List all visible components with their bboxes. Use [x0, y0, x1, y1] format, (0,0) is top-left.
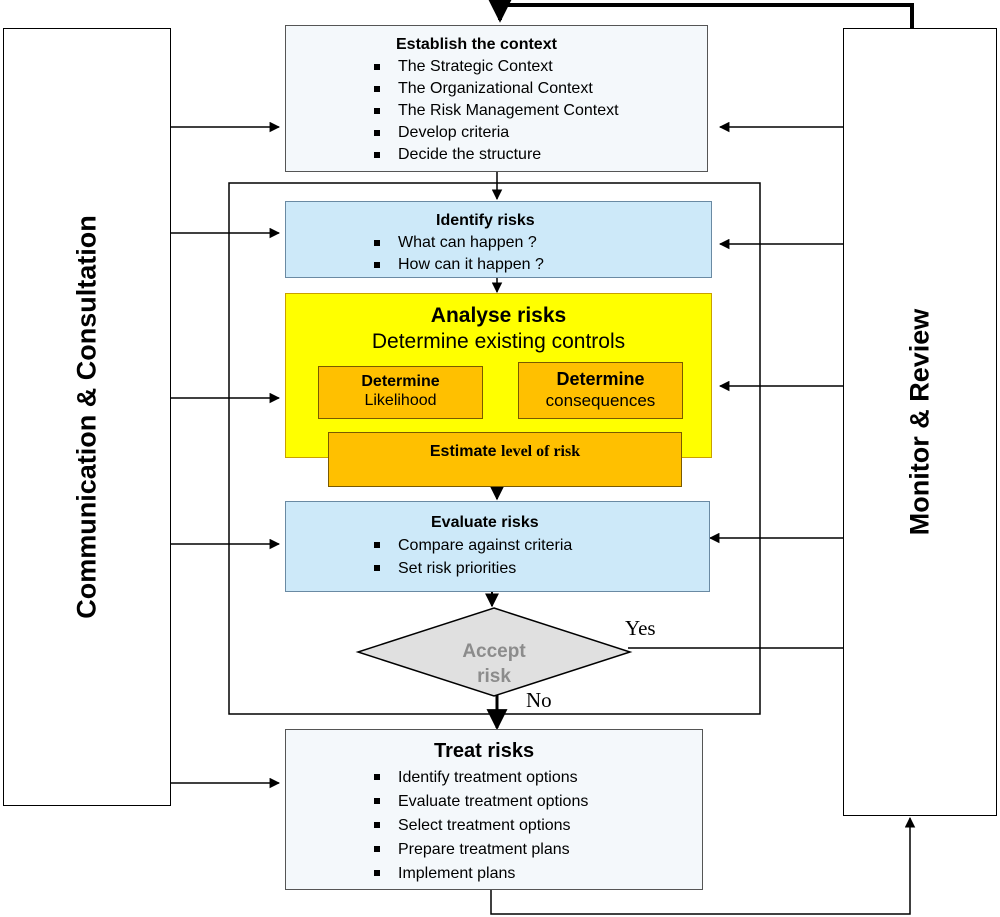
list-item: Decide the structure	[372, 144, 707, 166]
monitor-review-panel: Monitor & Review	[843, 28, 997, 816]
yes-label: Yes	[625, 616, 656, 640]
communication-consultation-panel: Communication & Consultation	[3, 28, 171, 806]
bottom-feedback-line	[490, 816, 916, 915]
list-item: Develop criteria	[372, 122, 707, 144]
list-item: Identify treatment options	[372, 766, 702, 790]
establish-context-list: The Strategic Context The Organizational…	[372, 56, 707, 166]
list-item: Implement plans	[372, 862, 702, 886]
monitor-review-label: Monitor & Review	[904, 308, 935, 536]
accept-risk-line2: risk	[477, 666, 511, 687]
list-item: Evaluate treatment options	[372, 790, 702, 814]
estimate-level-label: level of risk	[501, 443, 581, 460]
evaluate-risks-title: Evaluate risks	[431, 514, 539, 531]
determine-likelihood-label: Likelihood	[364, 392, 437, 409]
determine-consequences-box: Determine consequences	[518, 362, 683, 419]
accept-risk-label: Accept risk	[434, 639, 554, 689]
evaluate-risks-list: Compare against criteria Set risk priori…	[372, 534, 709, 580]
communication-consultation-label: Communication & Consultation	[71, 215, 102, 619]
identify-risks-box: Identify risks What can happen ? How can…	[285, 201, 712, 278]
list-item: Compare against criteria	[372, 534, 709, 557]
no-label: No	[526, 688, 552, 712]
determine-likelihood-heading: Determine	[361, 373, 440, 390]
accept-risk-diamond	[355, 607, 633, 697]
list-item: Prepare treatment plans	[372, 838, 702, 862]
identify-risks-list: What can happen ? How can it happen ?	[372, 232, 711, 276]
establish-context-box: Establish the context The Strategic Cont…	[285, 25, 708, 172]
evaluate-risks-box: Evaluate risks Compare against criteria …	[285, 501, 710, 592]
determine-likelihood-box: Determine Likelihood	[318, 366, 483, 419]
top-feedback-line	[486, 0, 914, 28]
establish-context-title: Establish the context	[396, 36, 557, 53]
list-item: Set risk priorities	[372, 557, 709, 580]
treat-risks-box: Treat risks Identify treatment options E…	[285, 729, 703, 890]
list-item: What can happen ?	[372, 232, 711, 254]
list-item: Select treatment options	[372, 814, 702, 838]
treat-risks-list: Identify treatment options Evaluate trea…	[372, 766, 702, 886]
accept-risk-line1: Accept	[462, 641, 526, 662]
estimate-level-box: Estimate level of risk	[328, 432, 682, 487]
list-item: The Risk Management Context	[372, 100, 707, 122]
treat-risks-title: Treat risks	[434, 740, 535, 762]
determine-consequences-heading: Determine	[556, 369, 645, 389]
analyse-risks-subtitle: Determine existing controls	[371, 330, 626, 353]
estimate-label: Estimate	[429, 443, 497, 460]
identify-risks-title: Identify risks	[436, 212, 535, 229]
list-item: How can it happen ?	[372, 254, 711, 276]
list-item: The Organizational Context	[372, 78, 707, 100]
determine-consequences-label: consequences	[545, 391, 656, 410]
list-item: The Strategic Context	[372, 56, 707, 78]
analyse-risks-title: Analyse risks	[430, 304, 567, 327]
